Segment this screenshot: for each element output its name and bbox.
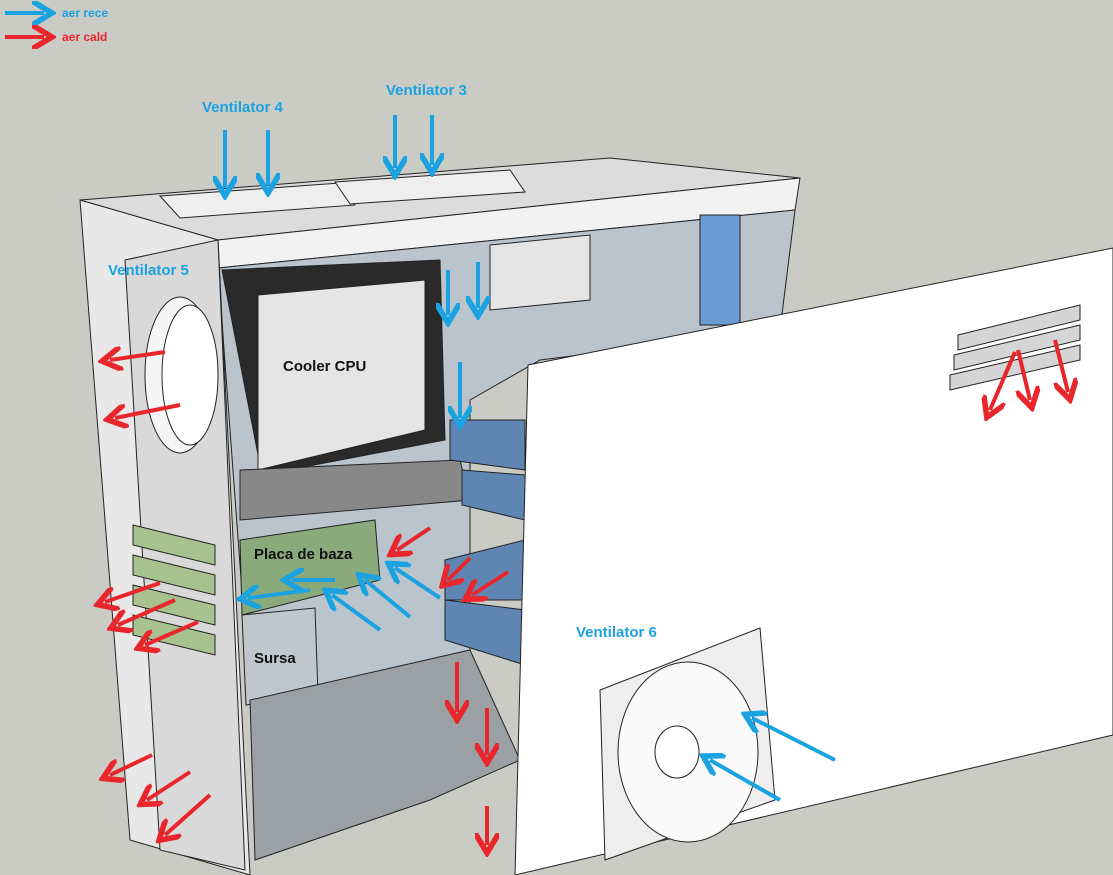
fan5-label: Ventilator 5	[108, 262, 189, 279]
hot-air-arrow	[110, 352, 166, 360]
cold-air-arrow	[248, 590, 311, 598]
hot-air-arrow	[1053, 339, 1068, 392]
hot-air-arrow	[145, 620, 199, 645]
hot-air-arrow	[990, 351, 1017, 410]
hot-air-arrow	[115, 403, 181, 418]
hot-air-arrow	[448, 556, 472, 580]
psu-label: Sursa	[254, 650, 296, 667]
cold-air-arrow	[710, 760, 781, 802]
case-body	[79, 157, 1113, 875]
fan6-label: Ventilator 6	[576, 624, 657, 641]
hot-air-arrow	[105, 581, 161, 602]
cpu-cooler-label: Cooler CPU	[283, 358, 366, 375]
cold-air-arrow	[365, 580, 412, 619]
cold-air-arrow	[332, 595, 382, 632]
hot-air-arrow	[397, 526, 432, 550]
hot-air-arrow	[1018, 349, 1030, 400]
cold-air-arrow	[395, 568, 442, 600]
hot-air-arrow	[165, 793, 212, 835]
fan-3	[334, 169, 526, 205]
fan-4	[158, 182, 356, 219]
airflow-arrows	[105, 115, 1068, 845]
fan4-label: Ventilator 4	[202, 99, 284, 116]
hot-air-arrow	[472, 570, 510, 595]
fan3-label: Ventilator 3	[386, 82, 467, 99]
cold-air-arrow	[752, 718, 836, 762]
legend-hot-label: aer cald	[62, 30, 107, 44]
motherboard-label: Placa de baza	[254, 546, 353, 563]
legend-cold-label: aer rece	[62, 6, 108, 20]
hot-air-arrow	[147, 770, 192, 800]
hot-air-arrow	[110, 753, 153, 775]
hot-air-arrow	[118, 598, 176, 625]
